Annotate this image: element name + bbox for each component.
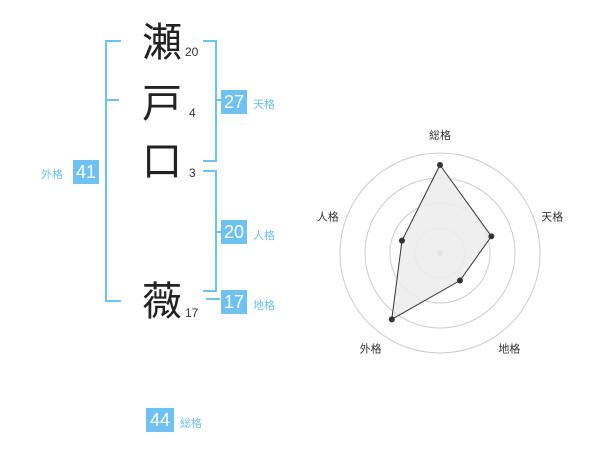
gaikaku-label: 外格 bbox=[41, 168, 63, 181]
name-char-2-strokes: 4 bbox=[189, 106, 196, 120]
tenkaku-label: 天格 bbox=[253, 98, 275, 111]
radar-axis-label: 人格 bbox=[317, 210, 339, 224]
chikaku-badge: 17 bbox=[221, 290, 247, 314]
radar-points bbox=[388, 162, 495, 323]
radar-point bbox=[437, 162, 443, 168]
gaikaku-badge: 41 bbox=[73, 160, 99, 184]
tenkaku-badge: 27 bbox=[221, 90, 247, 114]
name-char-1: 瀬 bbox=[142, 20, 182, 66]
name-char-4: 薇 bbox=[142, 279, 182, 325]
radar-point bbox=[388, 316, 395, 323]
radar-axis-label: 総格 bbox=[429, 128, 451, 142]
radar-point bbox=[488, 233, 495, 240]
gaikaku-bracket bbox=[105, 40, 121, 302]
name-char-3-strokes: 3 bbox=[189, 166, 196, 180]
soukaku-badge: 44 bbox=[146, 408, 174, 432]
jinkaku-label: 人格 bbox=[253, 229, 275, 242]
radar-axis-label: 地格 bbox=[498, 341, 520, 355]
radar-axis-label: 外格 bbox=[360, 341, 382, 355]
tenkaku-connector bbox=[215, 99, 223, 101]
radar-axis-label: 天格 bbox=[541, 210, 563, 224]
radar-point bbox=[398, 237, 405, 244]
soukaku-label: 総格 bbox=[180, 417, 202, 430]
chikaku-label: 地格 bbox=[253, 299, 275, 312]
name-char-1-strokes: 20 bbox=[185, 45, 199, 59]
chikaku-connector bbox=[206, 298, 220, 300]
tenkaku-bracket bbox=[203, 40, 217, 162]
name-char-3: 口 bbox=[142, 139, 182, 185]
radar-ring bbox=[339, 152, 541, 354]
name-char-2: 戸 bbox=[142, 81, 182, 127]
name-char-4-strokes: 17 bbox=[185, 306, 199, 320]
gaikaku-connector bbox=[105, 99, 119, 101]
radar-point bbox=[456, 277, 463, 284]
jinkaku-connector bbox=[215, 231, 223, 233]
jinkaku-badge: 20 bbox=[221, 220, 247, 244]
radar-polygon bbox=[391, 164, 493, 321]
